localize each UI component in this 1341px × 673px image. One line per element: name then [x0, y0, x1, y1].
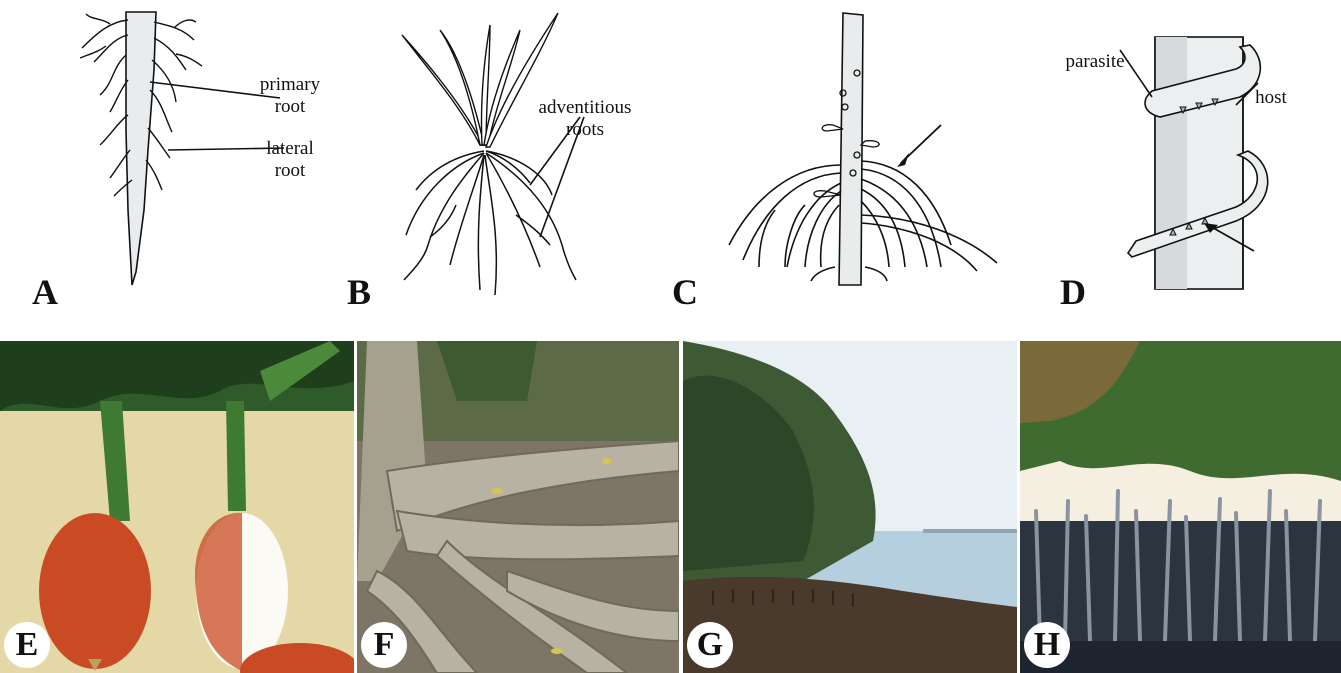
panel-a-letter: A — [32, 274, 58, 310]
buttress-roots-image — [357, 341, 679, 673]
photo-f-letter: F — [361, 622, 407, 668]
adventitious-roots-drawing — [380, 5, 680, 305]
photo-e-radish: E — [0, 341, 354, 673]
fibrous-roots — [404, 151, 576, 295]
arching-roots — [729, 161, 997, 281]
label-lateral-root: lateral root — [230, 138, 350, 182]
label-adventitious-roots: adventitious roots — [510, 97, 660, 141]
label-host: host — [1236, 87, 1306, 109]
panel-d-letter: D — [1060, 274, 1086, 310]
parasite-host-drawing — [1040, 5, 1340, 305]
label-primary-root: primary root — [230, 74, 350, 118]
panel-b-letter: B — [347, 274, 371, 310]
photo-g-mangrove-shore: G — [683, 341, 1017, 673]
panel-c-prop-roots — [715, 5, 1015, 305]
photo-g-letter: G — [687, 622, 733, 668]
photo-h-pneumatophores: H — [1020, 341, 1341, 673]
panel-c-letter: C — [672, 274, 698, 310]
pneumatophores-image — [1020, 341, 1341, 673]
label-parasite: parasite — [1040, 51, 1150, 73]
photo-f-buttress-roots: F — [357, 341, 679, 673]
radish-image — [0, 341, 354, 673]
prop-roots-drawing — [715, 5, 1015, 305]
photo-h-letter: H — [1024, 622, 1070, 668]
photo-e-letter: E — [4, 622, 50, 668]
panel-d-parasite: parasite host — [1040, 5, 1340, 305]
panel-b-adventitious: adventitious roots — [380, 5, 680, 305]
panel-a-taproot: primary root lateral root — [70, 10, 330, 300]
mangrove-shore-image — [683, 341, 1017, 673]
